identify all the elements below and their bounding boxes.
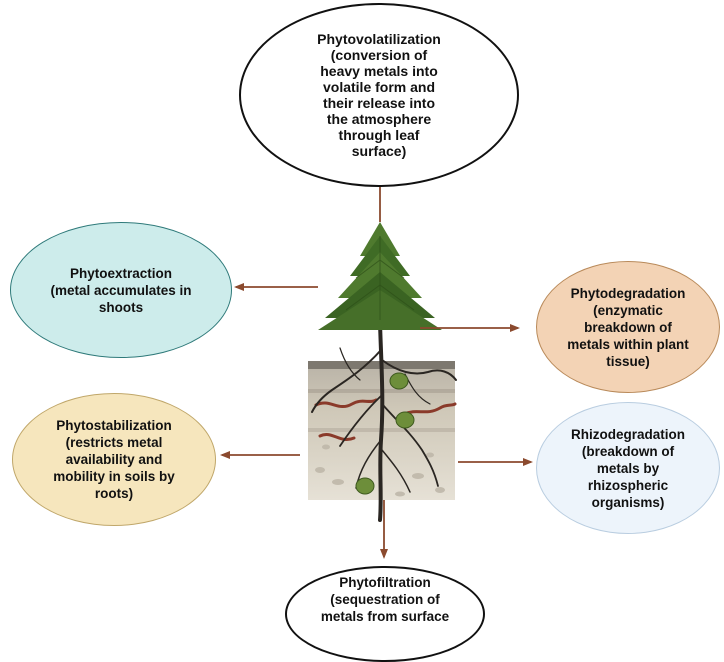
- phytofiltration-node: Phytofiltration (sequestration of metals…: [285, 566, 485, 662]
- phytostabilization-node: Phytostabilization (restricts metal avai…: [12, 393, 216, 526]
- diagram-canvas: [220, 176, 533, 559]
- conifer-tree-icon: [318, 222, 442, 330]
- phytovolatilization-label: Phytovolatilization (conversion of heavy…: [317, 31, 441, 159]
- phytodegradation-node: Phytodegradation (enzymatic breakdown of…: [536, 261, 720, 393]
- phytodegradation-label: Phytodegradation (enzymatic breakdown of…: [567, 285, 689, 369]
- phytoextraction-node: Phytoextraction (metal accumulates in sh…: [10, 222, 232, 358]
- rhizodegradation-label: Rhizodegradation (breakdown of metals by…: [571, 426, 685, 510]
- root-nodule-icons: [355, 372, 415, 495]
- phytostabilization-label: Phytostabilization (restricts metal avai…: [53, 418, 175, 501]
- rhizodegradation-node: Rhizodegradation (breakdown of metals by…: [536, 402, 720, 534]
- phytofiltration-label: Phytofiltration (sequestration of metals…: [320, 574, 450, 624]
- phytoextraction-label: Phytoextraction (metal accumulates in sh…: [50, 265, 192, 315]
- phytovolatilization-node: Phytovolatilization (conversion of heavy…: [239, 3, 519, 187]
